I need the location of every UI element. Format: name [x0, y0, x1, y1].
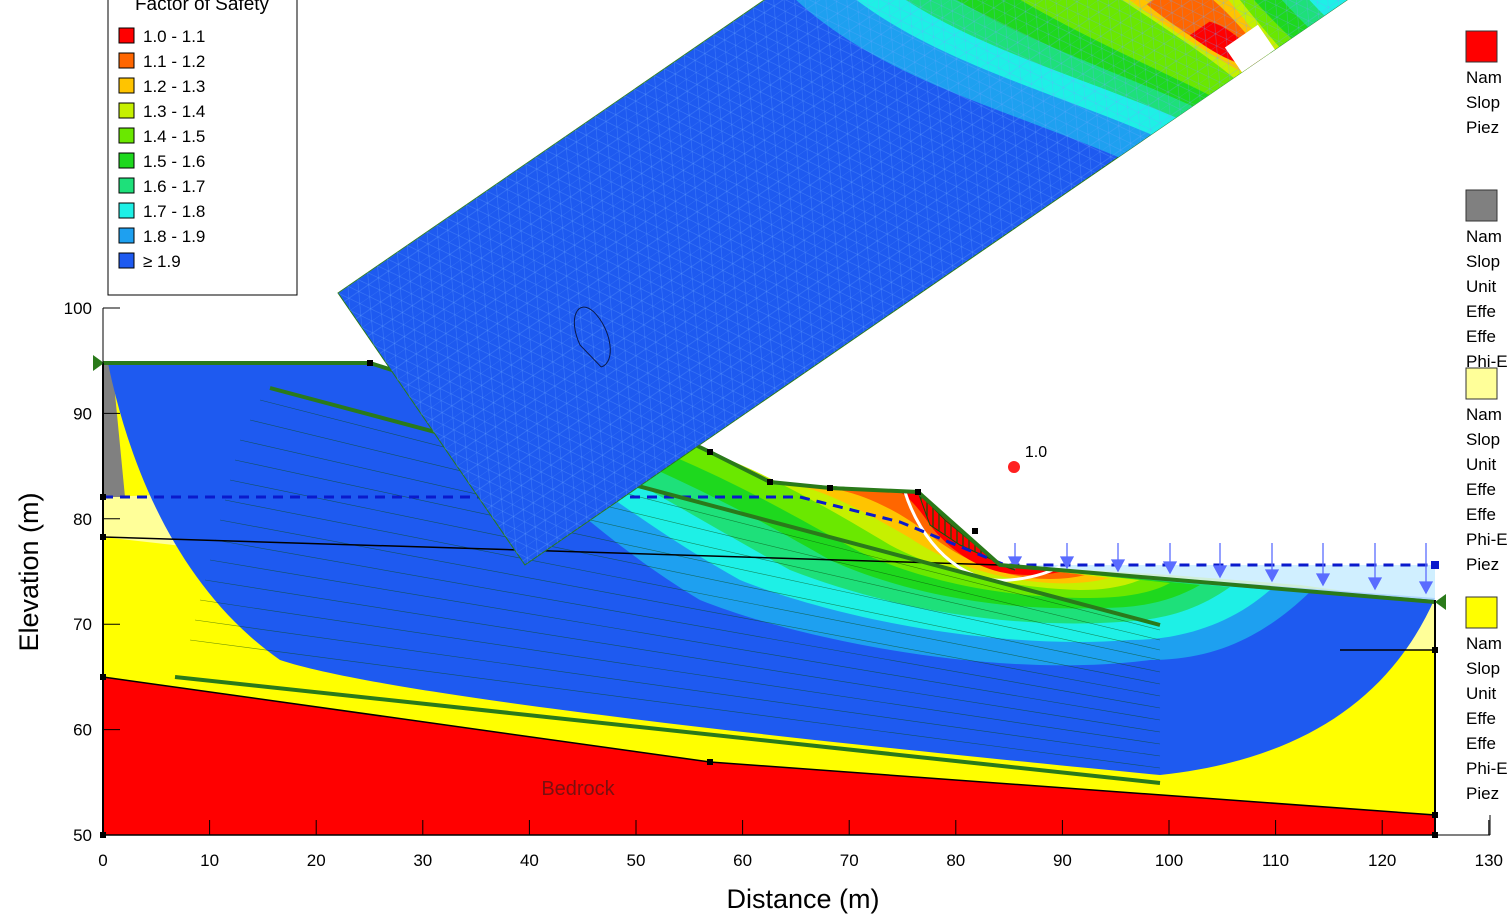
legend-label: 1.0 - 1.1: [143, 27, 205, 46]
legend-swatch: [118, 252, 135, 269]
material-property-label: Slop: [1466, 93, 1500, 112]
material-swatch: [1465, 189, 1498, 222]
x-tick-label: 120: [1368, 851, 1396, 870]
x-tick-label: 10: [200, 851, 219, 870]
min-fos-label: 1.0: [1025, 444, 1047, 461]
x-tick-label: 90: [1053, 851, 1072, 870]
material-swatch: [1465, 367, 1498, 400]
slip-surface-lines: [189, 399, 1161, 769]
x-tick-group: 0 10 20 30 40 50 60 70 80 90 100 110 120 130: [98, 820, 1503, 870]
material-property-label: Effe: [1466, 327, 1496, 346]
material-property-label: Effe: [1466, 480, 1496, 499]
material-property-label: Slop: [1466, 430, 1500, 449]
legend-swatch: [118, 127, 135, 144]
grid-window-small-contour: [573, 306, 611, 368]
y-tick-label: 60: [73, 721, 92, 740]
legend-label: ≥ 1.9: [143, 252, 181, 271]
legend-swatch: [118, 102, 135, 119]
material-property-label: Phi-E: [1466, 352, 1508, 371]
legend-label: 1.3 - 1.4: [143, 102, 205, 121]
legend-swatch: [118, 202, 135, 219]
y-tick-label: 100: [64, 299, 92, 318]
material-property-label: Effe: [1466, 505, 1496, 524]
x-tick-label: 110: [1262, 851, 1289, 870]
water-pressure-arrows: [1007, 543, 1434, 595]
fos-legend: Factor of Safety 1.0 - 1.1 1.1 - 1.2 1.2 -…: [107, 0, 298, 296]
min-fos-label-box: [1020, 441, 1052, 462]
material-property-label: Nam: [1466, 68, 1502, 87]
left-end-marker: [93, 355, 104, 371]
legend-swatch: [118, 52, 135, 69]
critical-slip-mass: [917, 491, 1016, 571]
legend-label: 1.8 - 1.9: [143, 227, 205, 246]
material-property-label: Phi-E: [1466, 530, 1508, 549]
legend-swatch: [118, 27, 135, 44]
x-tick-label: 60: [733, 851, 752, 870]
x-tick-label: 50: [627, 851, 646, 870]
fill-material: [103, 363, 125, 497]
cross-section: Bedrock: [93, 355, 1446, 838]
material-property-label: Unit: [1466, 277, 1497, 296]
grid-window-bottom-cell: [1224, 24, 1275, 73]
legend-title: Factor of Safety: [135, 0, 270, 15]
material-property-label: Nam: [1466, 634, 1502, 653]
material-swatch: [1465, 30, 1498, 63]
x-tick-label: 30: [413, 851, 432, 870]
legend-label: 1.7 - 1.8: [143, 202, 205, 221]
x-tick-label: 20: [307, 851, 326, 870]
right-end-marker: [1435, 594, 1446, 610]
legend-swatch: [118, 152, 135, 169]
y-tick-label: 70: [73, 615, 92, 634]
y-tick-label: 50: [73, 826, 92, 845]
piezometric-end-marker: [1431, 561, 1439, 569]
material-property-label: Piez: [1466, 784, 1499, 803]
material-property-label: Effe: [1466, 734, 1496, 753]
x-tick-label: 130: [1475, 851, 1503, 870]
material-property-label: Slop: [1466, 252, 1500, 271]
material-property-label: Piez: [1466, 555, 1499, 574]
y-tick-label: 90: [73, 404, 92, 423]
material-property-label: Nam: [1466, 405, 1502, 424]
grid-fos-window: [337, 0, 1400, 566]
material-property-label: Phi-E: [1466, 759, 1508, 778]
material-property-label: Piez: [1466, 118, 1499, 137]
x-tick-label: 70: [840, 851, 859, 870]
legend-label: 1.5 - 1.6: [143, 152, 205, 171]
y-axis-label: Elevation (m): [14, 492, 44, 651]
legend-items: 1.0 - 1.1 1.1 - 1.2 1.2 - 1.3 1.3 - 1.4 1.4 …: [118, 27, 205, 271]
min-fos-point: [1008, 461, 1020, 473]
material-property-label: Nam: [1466, 227, 1502, 246]
material-property-label: Slop: [1466, 659, 1500, 678]
material-swatch: [1465, 596, 1498, 629]
material-property-label: Unit: [1466, 684, 1497, 703]
grid-axis-upper: [269, 386, 1161, 627]
material-properties: NamSlopPiezNamSlopUnitEffeEffePhi-ENamSl…: [1465, 30, 1508, 803]
legend-box: [107, 0, 298, 296]
material-property-label: Effe: [1466, 709, 1496, 728]
x-tick-label: 40: [520, 851, 539, 870]
material-property-label: Unit: [1466, 455, 1497, 474]
y-tick-label: 80: [73, 510, 92, 529]
legend-label: 1.1 - 1.2: [143, 52, 205, 71]
x-tick-label: 80: [946, 851, 965, 870]
legend-label: 1.2 - 1.3: [143, 77, 205, 96]
y-tick-group: 50 60 70 80 90 100: [64, 299, 120, 845]
legend-swatch: [118, 227, 135, 244]
legend-label: 1.4 - 1.5: [143, 127, 205, 146]
legend-label: 1.6 - 1.7: [143, 177, 205, 196]
axes: 0 10 20 30 40 50 60 70 80 90 100 110 120 130 50 60 70 80…: [14, 299, 1503, 914]
x-tick-label: 100: [1155, 851, 1183, 870]
bedrock-label: Bedrock: [541, 778, 615, 800]
material-property-label: Effe: [1466, 302, 1496, 321]
legend-swatch: [118, 77, 135, 94]
x-axis-label: Distance (m): [726, 884, 879, 914]
layer-boundary: [102, 536, 1001, 566]
legend-swatch: [118, 177, 135, 194]
x-tick-label: 0: [98, 851, 107, 870]
grid-axis-lower: [174, 675, 1161, 785]
